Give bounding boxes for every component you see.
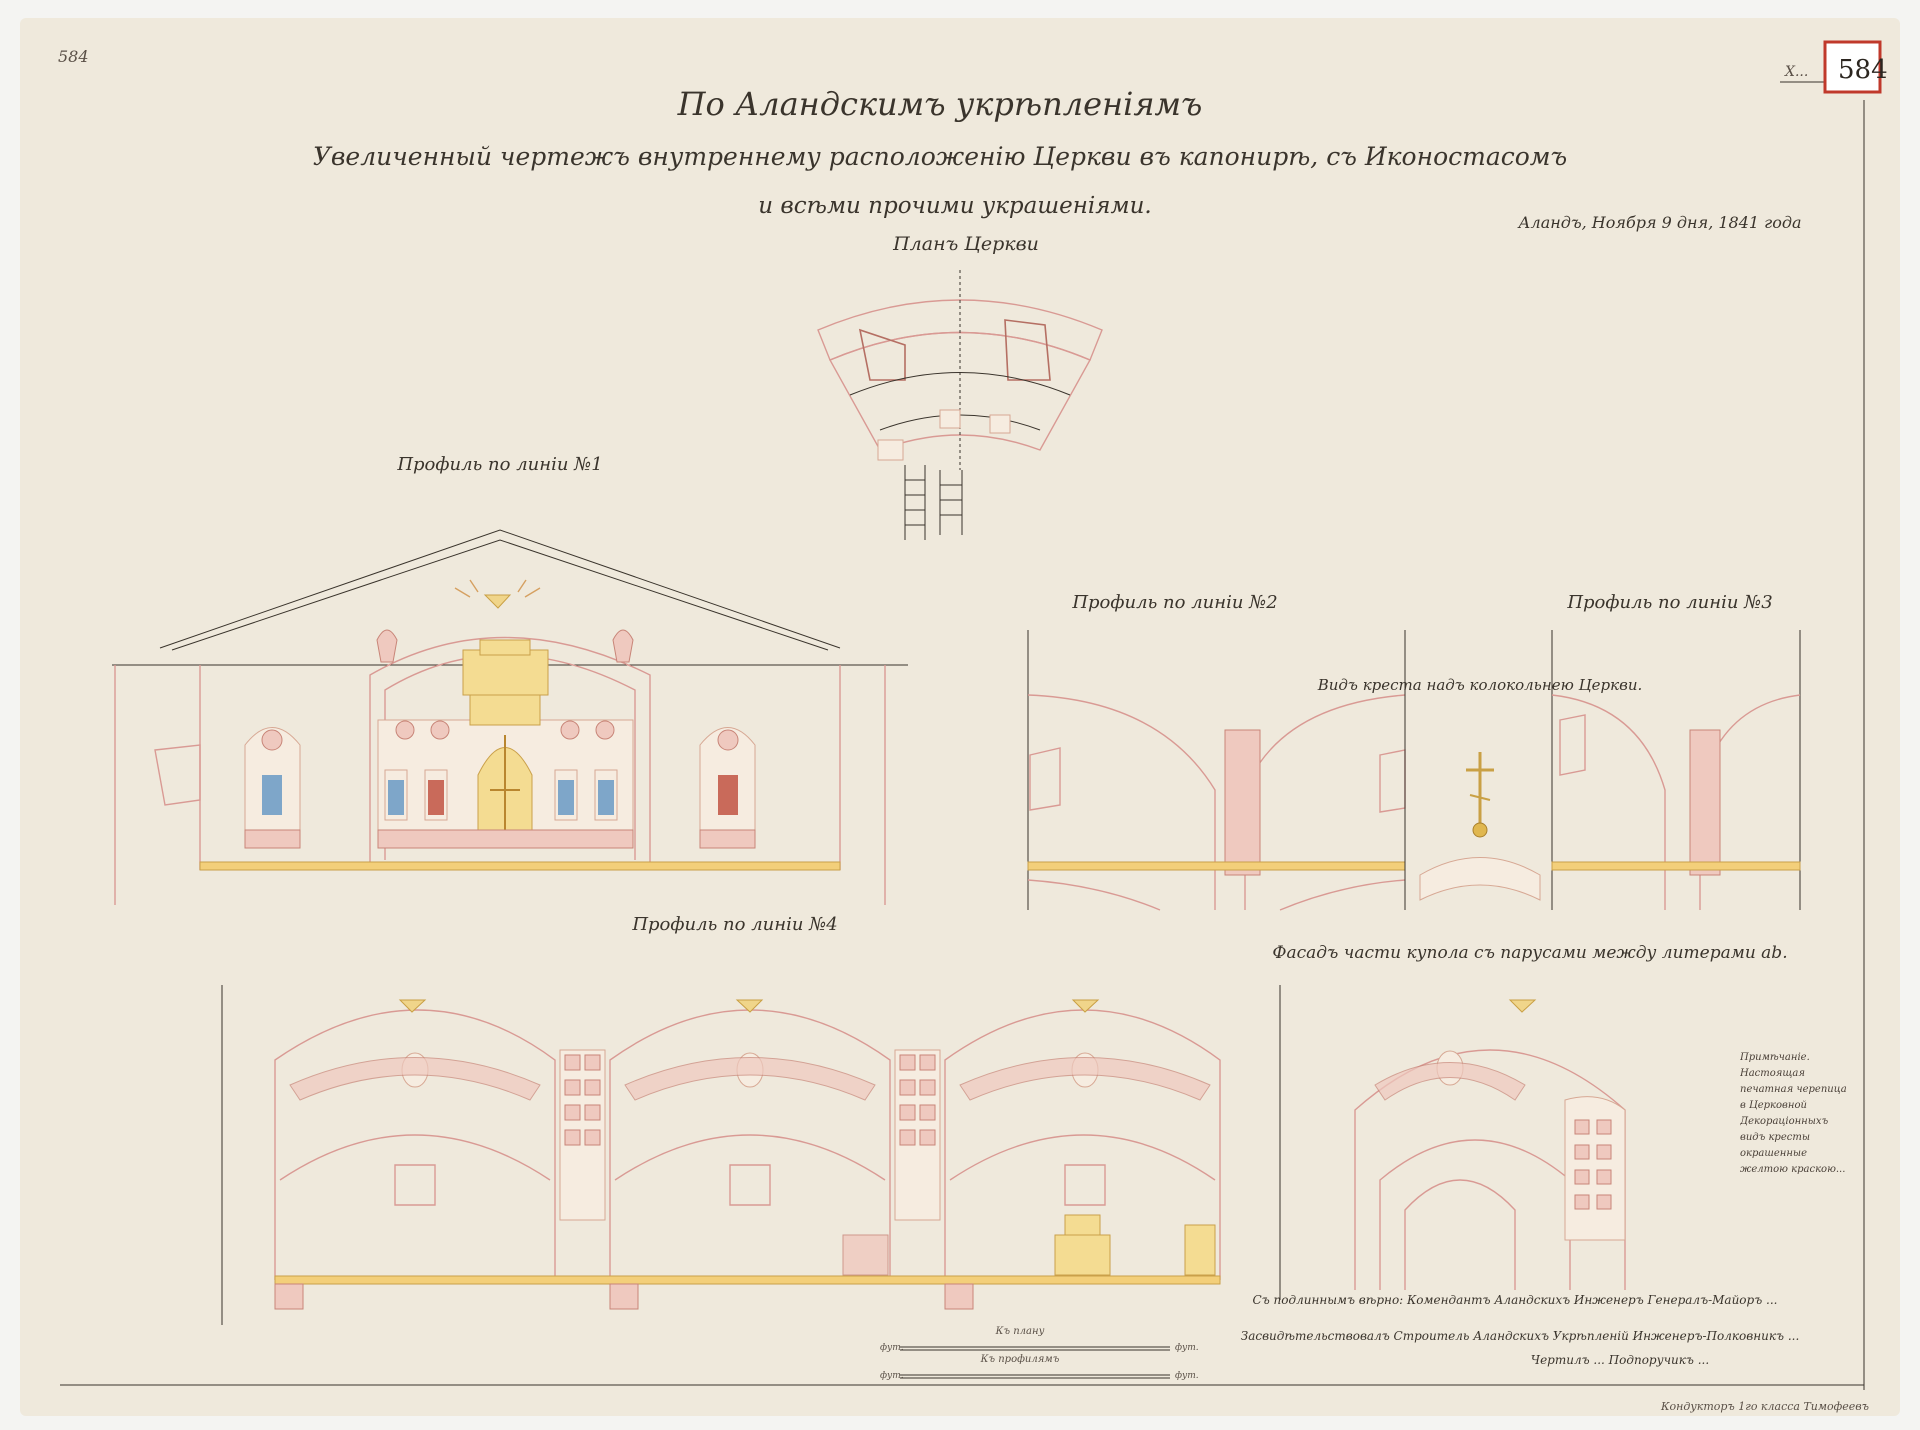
sheet-title-line3: и всѣми прочими украшенiями. xyxy=(758,193,1151,219)
left-kiot xyxy=(244,727,301,849)
place-date: Аландъ, Ноября 9 дня, 1841 года xyxy=(1517,213,1801,232)
profile-1-label: Профиль по линiи №1 xyxy=(396,454,602,475)
facade-label: Фасадъ части купола съ парусами между ли… xyxy=(1272,943,1787,963)
sheet-title-line2: Увеличенный чертежъ внутреннему располож… xyxy=(313,142,1567,171)
facade-drawing xyxy=(1354,999,1626,1290)
profile-1-drawing xyxy=(112,529,908,905)
signature-line-3: Чертилъ ... Подпоручикъ ... xyxy=(1531,1353,1709,1367)
profile-3-label: Профиль по линiи №3 xyxy=(1566,592,1772,613)
archive-number-left: 584 xyxy=(58,47,89,66)
cross-view-label: Видъ креста надъ колокольнею Церкви. xyxy=(1317,676,1643,694)
scale-bars: Къ плану фут. фут. Къ профилямъ фут. фут… xyxy=(880,1326,1199,1381)
profile-4-label: Профиль по линiи №4 xyxy=(631,914,837,935)
sheet-title-line1: По Аландскимъ укрѣпленiямъ xyxy=(677,85,1203,123)
signature-line-2: Засвидѣтельствовалъ Строитель Аландскихъ… xyxy=(1241,1329,1800,1343)
corner-mark-right: Х... xyxy=(1784,64,1808,80)
scale-unit-right-2: фут. xyxy=(1175,1371,1199,1381)
scale-unit-right-1: фут. xyxy=(1175,1343,1199,1353)
church-plan xyxy=(817,270,1103,540)
side-note: Примѣчанiе. Настоящая печатная черепица … xyxy=(1740,1052,1847,1175)
iconostasis xyxy=(377,639,634,849)
draftsman-signature: Кондукторъ 1го класса Тимофеевъ xyxy=(1660,1400,1869,1413)
scale-unit-left-1: фут. xyxy=(880,1343,904,1353)
profile-4-drawing xyxy=(221,985,1281,1325)
dome-coffers xyxy=(1564,1096,1626,1241)
right-kiot xyxy=(699,727,756,849)
coffered-pillar-left xyxy=(559,1049,606,1221)
signature-line-1: Съ подлиннымъ вѣрно: Комендантъ Аландски… xyxy=(1253,1293,1778,1307)
sunburst xyxy=(454,579,541,609)
plan-title: Планъ Церкви xyxy=(892,233,1039,255)
archive-stamp: 584 xyxy=(1823,40,1888,94)
scale-unit-left-2: фут. xyxy=(880,1371,904,1381)
side-note-text: Примѣчанiе. Настоящая печатная черепица … xyxy=(1740,1052,1847,1175)
profile-3-drawing xyxy=(1551,630,1801,910)
coffered-pillar-right xyxy=(894,1049,941,1221)
profile-2-drawing xyxy=(1027,630,1406,911)
scale-plan-title: Къ плану xyxy=(995,1326,1045,1337)
cross-drawing xyxy=(1404,630,1553,910)
profile-2-label: Профиль по линiи №2 xyxy=(1071,592,1277,613)
archive-stamp-number: 584 xyxy=(1838,55,1888,85)
scale-profile-title: Къ профилямъ xyxy=(980,1354,1060,1365)
